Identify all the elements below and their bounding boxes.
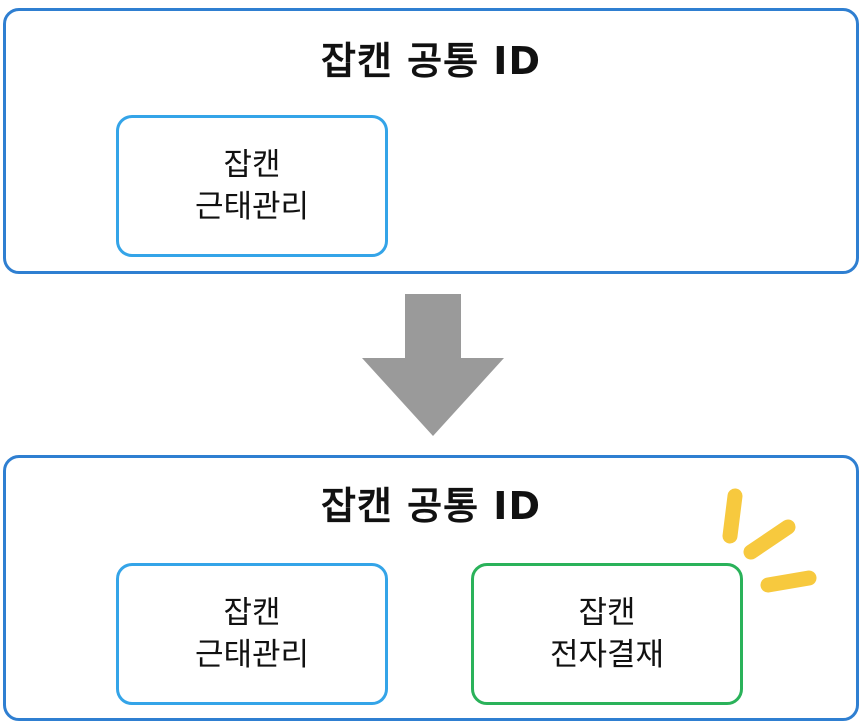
- service-name-line2: 전자결재: [549, 637, 665, 673]
- service-name-line1: 잡캔: [223, 595, 281, 631]
- panel-title-after: 잡캔 공통 ID: [321, 484, 541, 528]
- service-box-attendance: 잡캔 근태관리: [116, 563, 388, 705]
- service-box-attendance: 잡캔 근태관리: [116, 115, 388, 257]
- sparkle-icon: [722, 488, 817, 593]
- arrow-down-icon: [362, 294, 504, 436]
- panel-after: 잡캔 공통 ID 잡캔 근태관리 잡캔 전자결재: [3, 455, 859, 721]
- service-box-approval: 잡캔 전자결재: [471, 563, 743, 705]
- service-name-line2: 근태관리: [194, 189, 310, 225]
- panel-title-before: 잡캔 공통 ID: [321, 39, 541, 83]
- panel-before: 잡캔 공통 ID 잡캔 근태관리: [3, 8, 859, 274]
- service-name-line1: 잡캔: [578, 595, 636, 631]
- service-name-line2: 근태관리: [194, 637, 310, 673]
- service-name-line1: 잡캔: [223, 147, 281, 183]
